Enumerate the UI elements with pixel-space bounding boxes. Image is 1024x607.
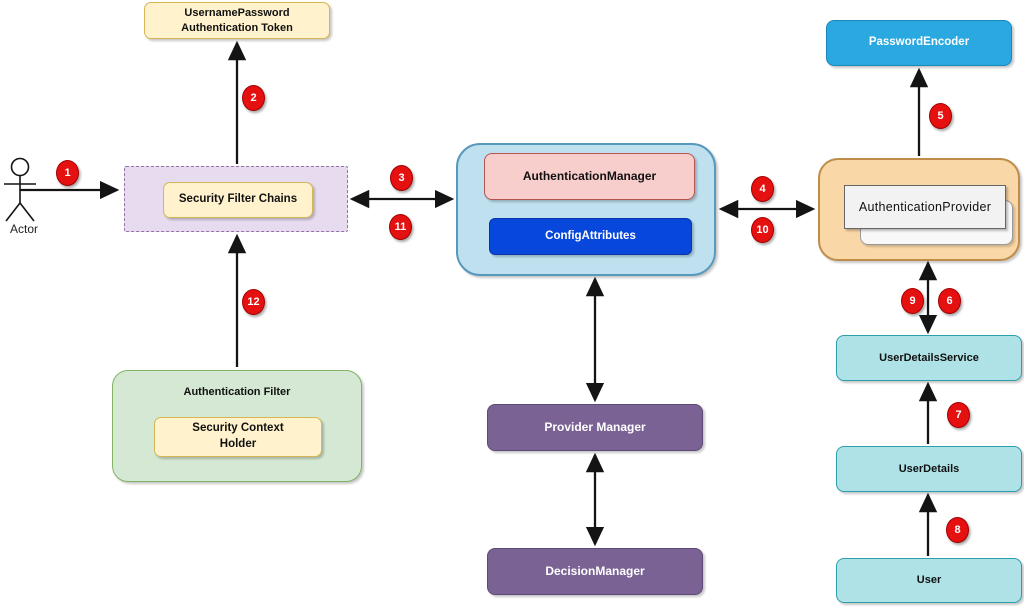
- step-badge-2: 2: [242, 85, 265, 111]
- step-badge-5: 5: [929, 103, 952, 129]
- authentication-manager-node: AuthenticationManager: [484, 153, 695, 200]
- step-badge-11: 11: [389, 214, 412, 240]
- password-encoder-node: PasswordEncoder: [826, 20, 1012, 66]
- step-badge-12: 12: [242, 289, 265, 315]
- user-node: User: [836, 558, 1022, 603]
- step-badge-6: 6: [938, 288, 961, 314]
- step-badge-1: 1: [56, 160, 79, 186]
- username-password-token-node: UsernamePassword Authentication Token: [144, 2, 330, 39]
- security-context-holder-node: Security Context Holder: [154, 417, 322, 457]
- step-badge-4: 4: [751, 176, 774, 202]
- authentication-filter-label: Authentication Filter: [183, 386, 291, 398]
- provider-manager-node: Provider Manager: [487, 404, 703, 451]
- config-attributes-node: ConfigAttributes: [489, 218, 692, 255]
- actor-icon: [4, 157, 36, 222]
- authentication-provider-node: AuthenticationProvider: [844, 185, 1006, 229]
- step-badge-8: 8: [946, 517, 969, 543]
- security-filter-chains-node: Security Filter Chains: [163, 182, 313, 218]
- actor-label: Actor: [9, 222, 38, 236]
- step-badge-9: 9: [901, 288, 924, 314]
- user-details-node: UserDetails: [836, 446, 1022, 492]
- decision-manager-node: DecisionManager: [487, 548, 703, 595]
- step-badge-10: 10: [751, 217, 774, 243]
- step-badge-3: 3: [390, 165, 413, 191]
- user-details-service-node: UserDetailsService: [836, 335, 1022, 381]
- step-badge-7: 7: [947, 402, 970, 428]
